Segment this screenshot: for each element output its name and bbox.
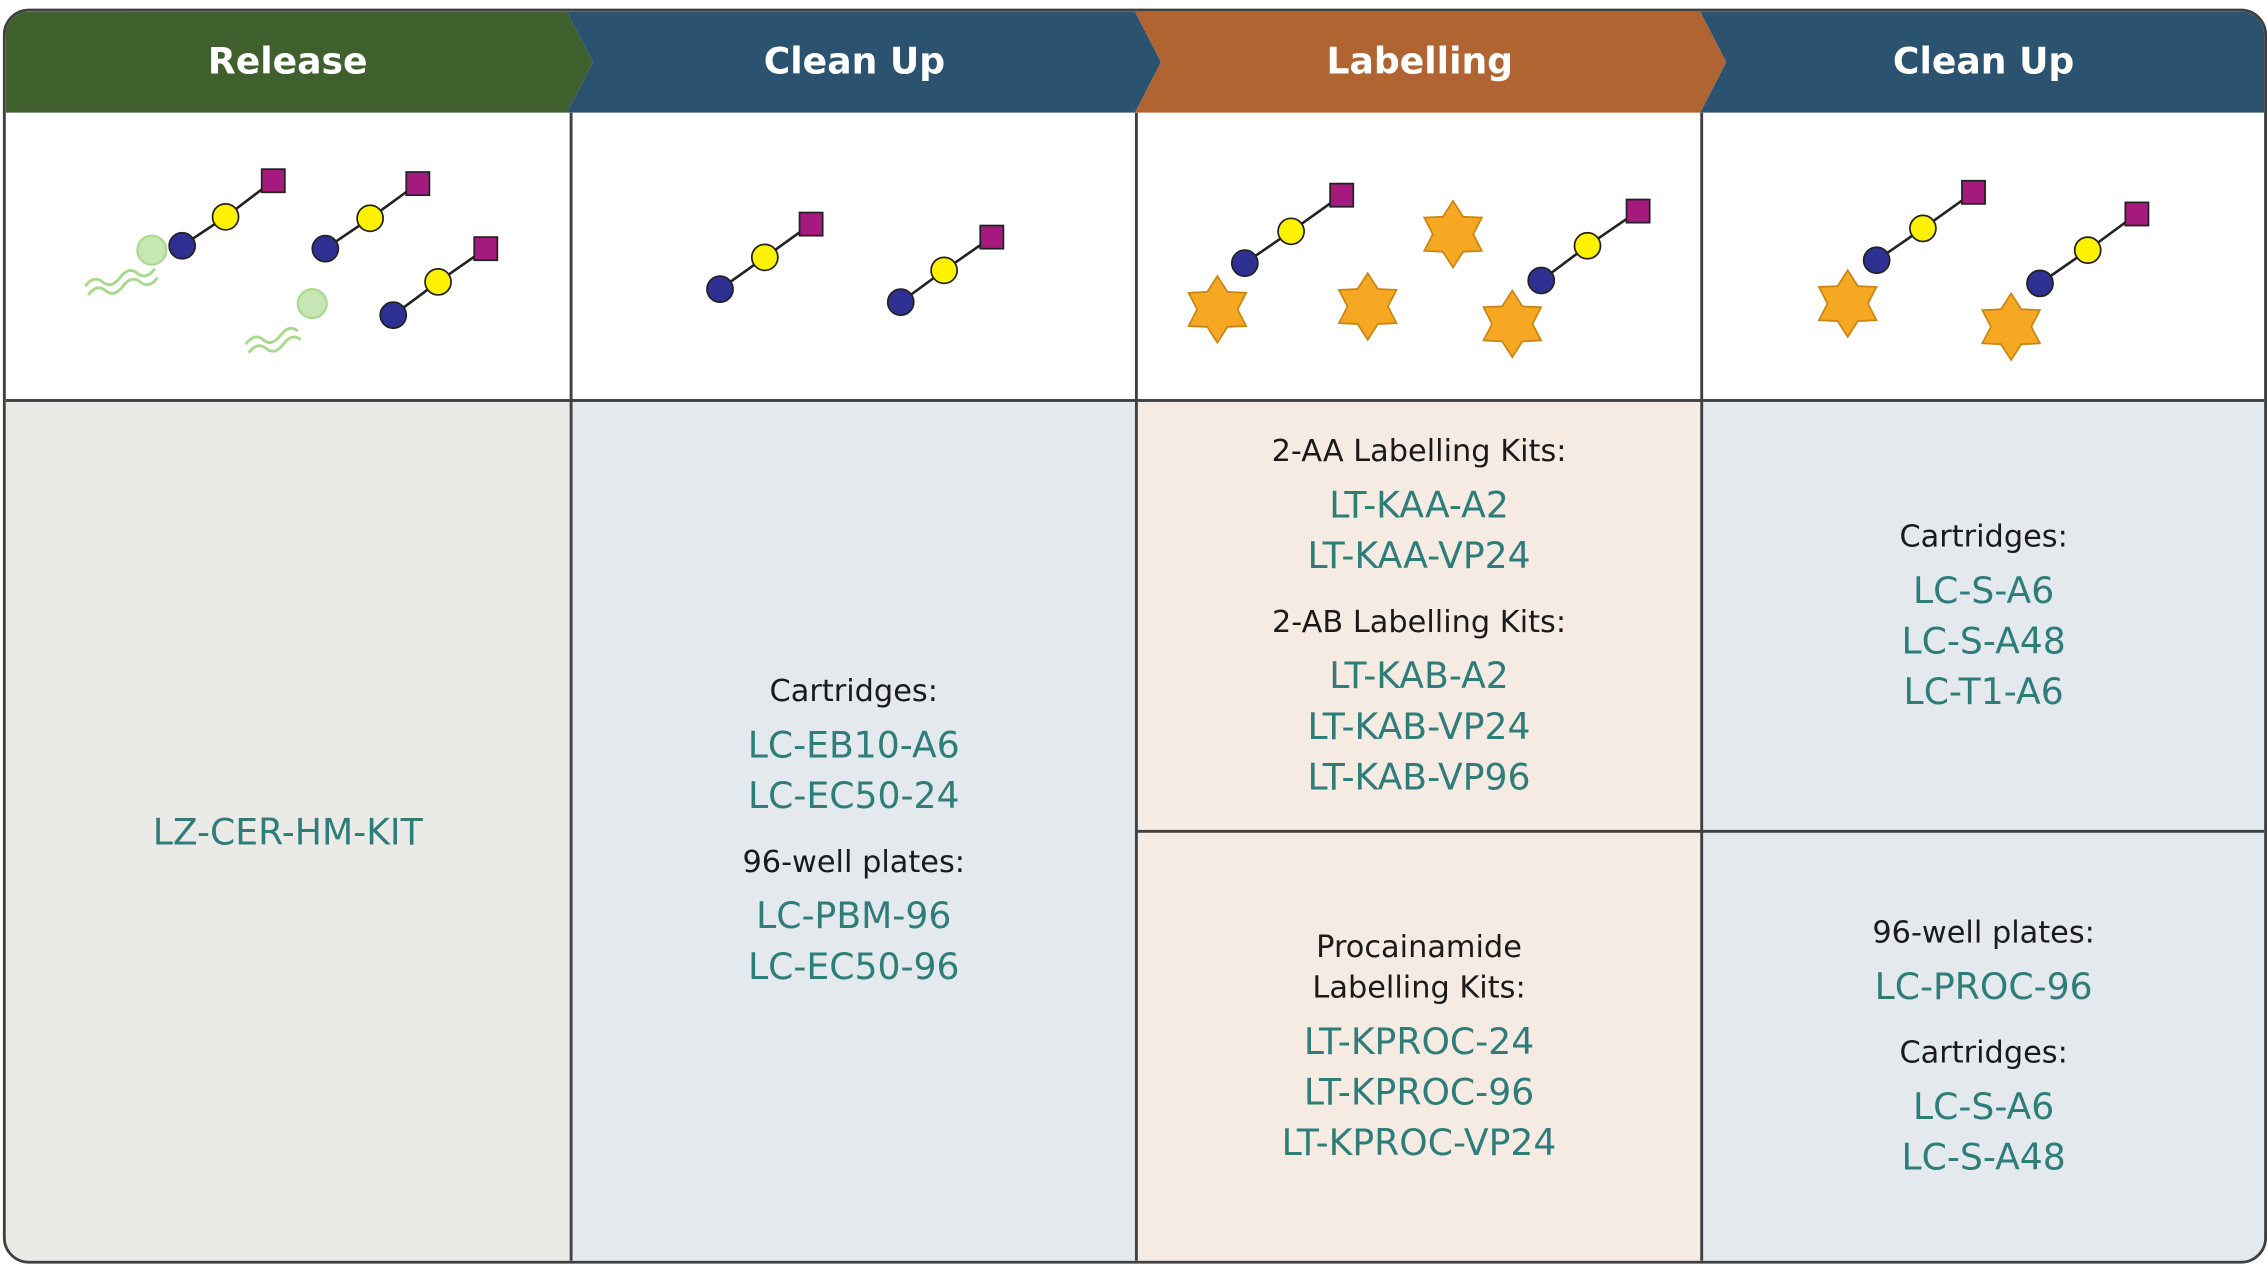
product-group-label: Cartridges:	[1899, 1034, 2068, 1070]
glycan-chain-icon	[1527, 198, 1651, 295]
product-code-link[interactable]: LC-EC50-96	[747, 945, 960, 988]
fluorescent-label-icon	[1338, 272, 1398, 341]
header-chevron-release	[5, 11, 593, 113]
product-code-link[interactable]: LT-KPROC-VP24	[1281, 1121, 1557, 1164]
product-group-label: 2-AA Labelling Kits:	[1271, 433, 1567, 468]
product-code-link[interactable]: LT-KAA-A2	[1329, 483, 1509, 526]
column-divider	[1700, 112, 1704, 1261]
column-divider	[569, 112, 573, 1261]
peptide-icon	[84, 234, 168, 296]
glycan-chain-icon	[1230, 182, 1355, 278]
step-title-release: Release	[207, 40, 368, 83]
product-group-label: Cartridges:	[769, 673, 938, 709]
fluorescent-label-icon	[1981, 292, 2041, 361]
peptide-icon	[244, 288, 328, 354]
fluorescent-label-icon	[1187, 275, 1248, 344]
product-code-link[interactable]: LZ-CER-HM-KIT	[152, 810, 423, 853]
product-code-link[interactable]: LC-PROC-96	[1874, 965, 2093, 1007]
product-code-link[interactable]: LT-KAB-A2	[1329, 654, 1509, 697]
glycan-chain-icon	[168, 168, 286, 260]
product-code-link[interactable]: LC-S-A6	[1912, 1085, 2055, 1128]
fluorescent-label-icon	[1818, 269, 1878, 338]
step-title-labelling: Labelling	[1326, 40, 1514, 83]
header-chevron-clean-up-1	[566, 11, 1161, 113]
fluorescent-label-icon	[1482, 289, 1542, 358]
product-code-link[interactable]: LT-KAB-VP24	[1307, 704, 1531, 747]
row-divider	[5, 399, 2265, 402]
product-code-link[interactable]: LC-S-A48	[1901, 619, 2066, 662]
product-code-link[interactable]: LT-KPROC-96	[1303, 1070, 1535, 1113]
row-divider	[1134, 829, 2265, 833]
product-code-link[interactable]: LC-S-A48	[1901, 1135, 2066, 1178]
glycan-chain-icon	[886, 224, 1005, 317]
illustration-row	[84, 168, 2150, 361]
product-code-link[interactable]: LC-S-A6	[1912, 568, 2055, 611]
product-group-label: Cartridges:	[1899, 518, 2068, 554]
column-divider	[1134, 112, 1138, 1261]
header-chevron-labelling	[1134, 11, 1727, 113]
product-code-link[interactable]: LC-EC50-24	[747, 774, 960, 817]
product-code-link[interactable]: LC-EB10-A6	[747, 724, 960, 767]
glycan-chain-icon	[1862, 179, 1986, 275]
product-group-label: Procainamide Labelling Kits:	[1312, 928, 1526, 1005]
step-title-clean-up-1: Clean Up	[763, 40, 946, 83]
product-group-label: 2-AB Labelling Kits:	[1271, 603, 1567, 639]
product-code-link[interactable]: LC-T1-A6	[1903, 670, 2064, 713]
workflow-table: Release Clean Up Labelling Clean Up	[2, 8, 2267, 1264]
workflow-header	[5, 11, 2265, 113]
product-code-link[interactable]: LC-PBM-96	[756, 894, 952, 937]
step-title-clean-up-2: Clean Up	[1892, 40, 2075, 83]
product-panel: LZ-CER-HM-KIT	[5, 401, 570, 1261]
fluorescent-label-icon	[1423, 200, 1483, 269]
product-code-link[interactable]: LT-KPROC-24	[1303, 1020, 1535, 1062]
glycan-chain-icon	[706, 211, 824, 304]
product-code-link[interactable]: LT-KAA-VP24	[1307, 534, 1531, 577]
product-group-label: 96-well plates:	[1872, 914, 2095, 950]
product-code-link[interactable]: LT-KAB-VP96	[1307, 755, 1531, 798]
glycan-chain-icon	[2026, 201, 2150, 298]
glycan-chain-icon	[311, 171, 431, 263]
glycan-chain-icon	[379, 236, 499, 330]
product-group-label: 96-well plates:	[742, 844, 966, 880]
header-chevron-clean-up-2	[1700, 11, 2265, 113]
